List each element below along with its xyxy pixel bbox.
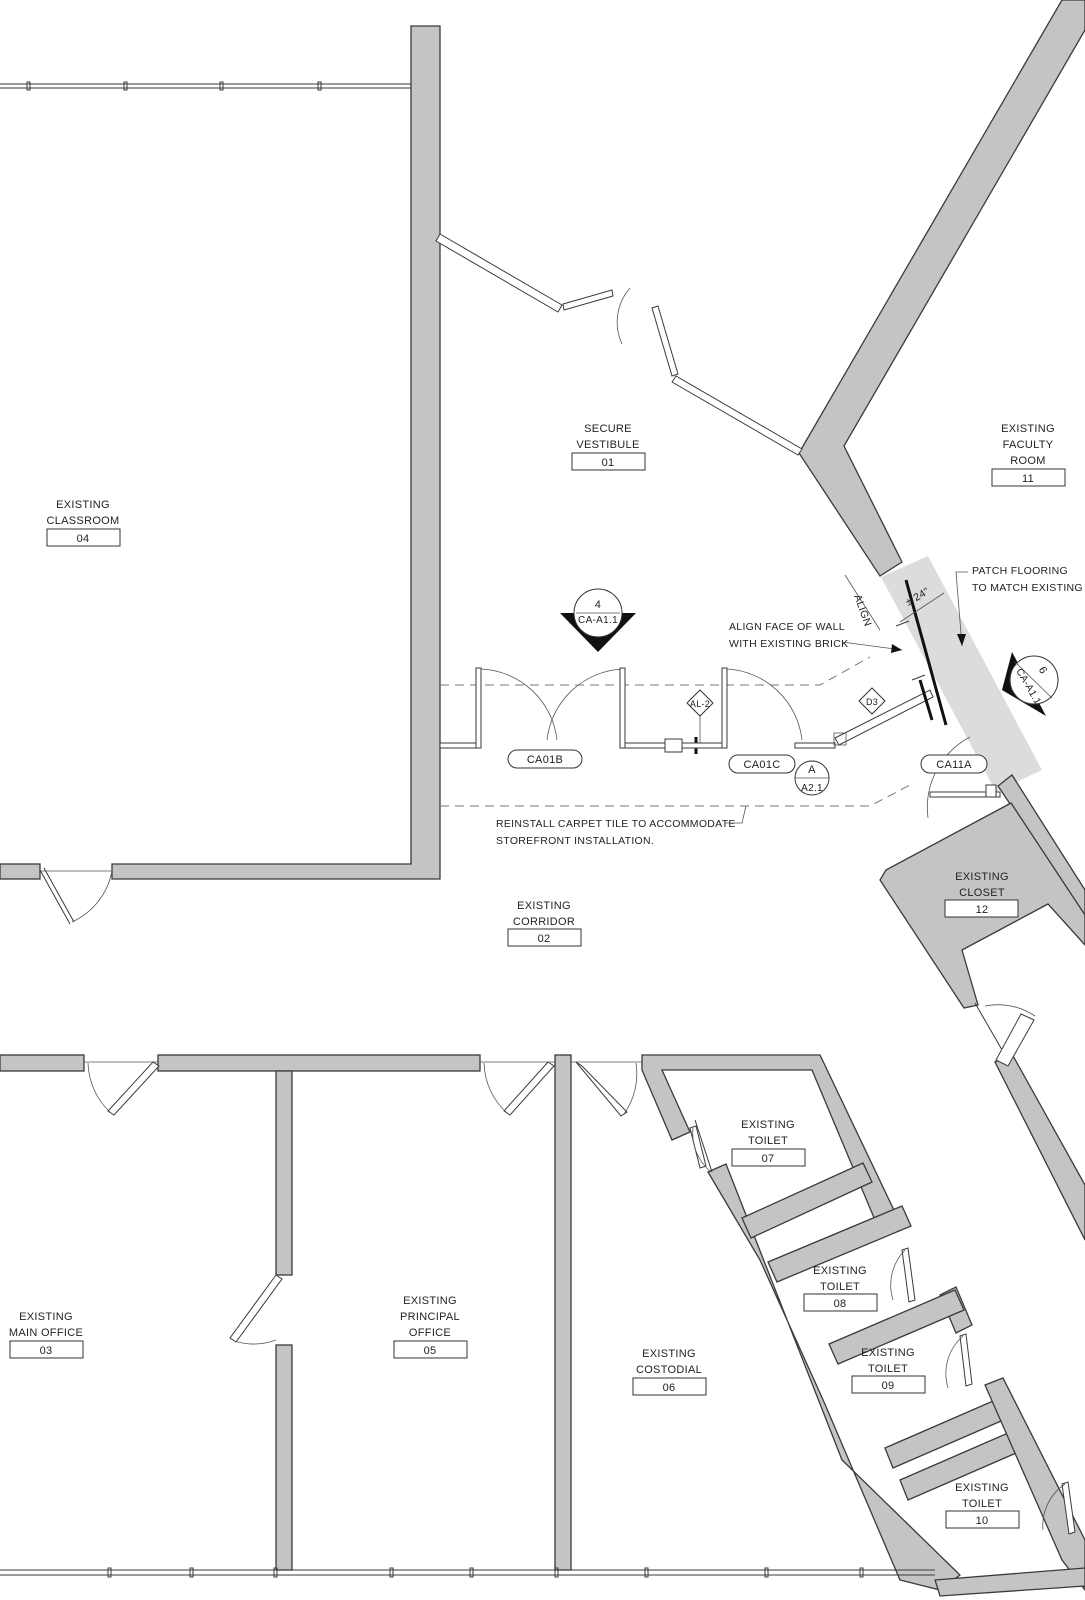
svg-text:CA01C: CA01C — [744, 759, 781, 771]
svg-text:VESTIBULE: VESTIBULE — [576, 439, 639, 451]
room-label-02: EXISTING CORRIDOR 02 — [507, 900, 582, 947]
room-label-03: EXISTING MAIN OFFICE 03 — [9, 1311, 84, 1359]
svg-text:CORRIDOR: CORRIDOR — [513, 916, 575, 928]
classroom-door — [39, 867, 113, 925]
svg-text:TO MATCH EXISTING: TO MATCH EXISTING — [972, 582, 1083, 594]
door-tag-ca01b: CA01B — [507, 749, 583, 769]
section-callout-6: 6 CA-A1.1 — [1002, 652, 1059, 716]
svg-text:ROOM: ROOM — [1010, 455, 1045, 467]
room-label-07: EXISTING TOILET 07 — [731, 1119, 806, 1167]
classroom-east-wall — [111, 25, 441, 880]
svg-text:REINSTALL CARPET TILE TO ACCOM: REINSTALL CARPET TILE TO ACCOMMODATE — [496, 818, 736, 830]
corridor-doors — [87, 1061, 638, 1345]
svg-text:08: 08 — [834, 1298, 847, 1310]
note-patch-flooring: PATCH FLOORING TO MATCH EXISTING — [955, 565, 1083, 647]
vestibule-storefront — [435, 233, 803, 456]
svg-text:4: 4 — [595, 599, 601, 611]
room-label-12: EXISTING CLOSET 12 — [944, 871, 1019, 918]
svg-text:03: 03 — [40, 1345, 53, 1357]
room-label-09: EXISTING TOILET 09 — [851, 1347, 926, 1394]
note-carpet-tile: REINSTALL CARPET TILE TO ACCOMMODATE STO… — [496, 805, 747, 847]
svg-text:11: 11 — [1022, 473, 1034, 485]
bottom-window-wall — [0, 1567, 935, 1578]
svg-text:PATCH FLOORING: PATCH FLOORING — [972, 565, 1068, 577]
svg-text:10: 10 — [976, 1515, 989, 1527]
svg-text:EXISTING: EXISTING — [741, 1119, 795, 1131]
room-label-08: EXISTING TOILET 08 — [803, 1265, 878, 1312]
svg-text:TOILET: TOILET — [820, 1281, 860, 1293]
svg-text:SECURE: SECURE — [584, 423, 632, 435]
svg-text:EXISTING: EXISTING — [517, 900, 571, 912]
dimension-align: ALIGN — [844, 574, 881, 631]
corridor-south-wall — [0, 1054, 903, 1571]
svg-text:EXISTING: EXISTING — [861, 1347, 915, 1359]
svg-text:STOREFRONT INSTALLATION.: STOREFRONT INSTALLATION. — [496, 835, 654, 847]
svg-text:12: 12 — [976, 904, 989, 916]
svg-text:WITH EXISTING BRICK: WITH EXISTING BRICK — [729, 638, 848, 650]
room-label-04: EXISTING CLASSROOM 04 — [46, 499, 121, 547]
svg-text:ALIGN FACE OF WALL: ALIGN FACE OF WALL — [729, 621, 845, 633]
top-window-wall — [0, 81, 412, 91]
closet-door — [974, 1002, 1036, 1067]
note-align-wall: ALIGN FACE OF WALL WITH EXISTING BRICK — [729, 621, 903, 653]
svg-text:EXISTING: EXISTING — [1001, 423, 1055, 435]
svg-text:A: A — [808, 764, 816, 776]
closet-wall-lower — [994, 1053, 1085, 1241]
svg-text:TOILET: TOILET — [748, 1135, 788, 1147]
room-label-11: EXISTING FACULTY ROOM 11 — [991, 423, 1066, 487]
storefront-line — [439, 579, 948, 754]
svg-text:EXISTING: EXISTING — [56, 499, 110, 511]
svg-text:06: 06 — [663, 1382, 676, 1394]
door-tag-ca11a: CA11A — [920, 754, 988, 774]
svg-text:CLASSROOM: CLASSROOM — [47, 515, 120, 527]
classroom-south-wall-west — [0, 863, 41, 880]
svg-text:04: 04 — [77, 533, 90, 545]
svg-text:TOILET: TOILET — [962, 1498, 1002, 1510]
svg-text:05: 05 — [424, 1345, 437, 1357]
svg-text:02: 02 — [538, 933, 551, 945]
svg-text:07: 07 — [762, 1153, 775, 1165]
svg-text:COSTODIAL: COSTODIAL — [636, 1364, 702, 1376]
svg-text:EXISTING: EXISTING — [403, 1295, 457, 1307]
door-tag-ca01c: CA01C — [728, 754, 796, 774]
toilet-block — [689, 1119, 1085, 1597]
carpet-boundary — [440, 656, 911, 807]
room-label-01: SECURE VESTIBULE 01 — [571, 423, 646, 471]
svg-text:FACULTY: FACULTY — [1003, 439, 1054, 451]
svg-text:OFFICE: OFFICE — [409, 1327, 451, 1339]
svg-text:TOILET: TOILET — [868, 1363, 908, 1375]
svg-text:PRINCIPAL: PRINCIPAL — [400, 1311, 460, 1323]
svg-text:EXISTING: EXISTING — [19, 1311, 73, 1323]
svg-text:CA-A1.1: CA-A1.1 — [578, 615, 618, 626]
svg-text:CA01B: CA01B — [527, 754, 563, 766]
svg-text:CLOSET: CLOSET — [959, 887, 1005, 899]
svg-text:D3: D3 — [866, 697, 878, 707]
tag-d3: D3 — [858, 687, 886, 715]
svg-text:A2.1: A2.1 — [801, 783, 823, 794]
section-callout-4: 4 CA-A1.1 — [560, 588, 636, 652]
svg-text:EXISTING: EXISTING — [642, 1348, 696, 1360]
faculty-room-wall — [798, 0, 1085, 577]
svg-text:CA11A: CA11A — [936, 759, 972, 771]
room-label-06: EXISTING COSTODIAL 06 — [632, 1348, 707, 1396]
detail-callout-a: A A2.1 — [794, 760, 830, 796]
svg-text:09: 09 — [882, 1380, 895, 1392]
room-label-10: EXISTING TOILET 10 — [945, 1482, 1020, 1529]
svg-text:EXISTING: EXISTING — [813, 1265, 867, 1277]
svg-text:6: 6 — [1036, 665, 1050, 677]
svg-text:01: 01 — [602, 457, 615, 469]
svg-text:EXISTING: EXISTING — [955, 1482, 1009, 1494]
svg-text:ALIGN: ALIGN — [851, 593, 874, 628]
tag-al2: AL-2 — [686, 689, 714, 743]
svg-text:MAIN OFFICE: MAIN OFFICE — [9, 1327, 83, 1339]
svg-text:AL-2: AL-2 — [690, 699, 710, 709]
patch-flooring-zone — [881, 556, 1042, 792]
svg-text:EXISTING: EXISTING — [955, 871, 1009, 883]
room-label-05: EXISTING PRINCIPAL OFFICE 05 — [393, 1295, 468, 1359]
